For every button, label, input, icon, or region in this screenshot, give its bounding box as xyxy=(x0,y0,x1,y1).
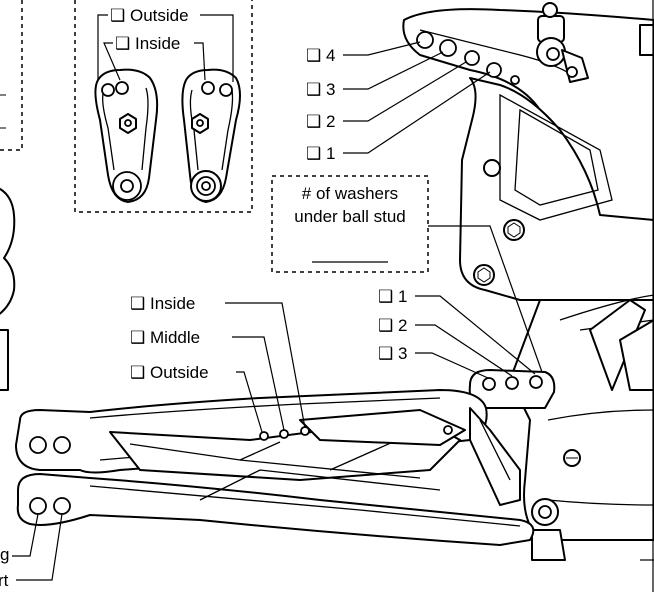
tower-1-label: 1 xyxy=(398,287,407,306)
washer-option-2[interactable]: ❑ 2 xyxy=(306,61,467,131)
tower-option-2[interactable]: ❑ 2 xyxy=(378,316,513,377)
arm-outside-checkbox[interactable]: ❑ xyxy=(130,363,145,382)
partial-text-upper: g xyxy=(0,545,9,564)
washer-option-4[interactable]: ❑ 4 xyxy=(306,41,421,65)
washer-2-label: 2 xyxy=(326,112,335,131)
outside-label: Outside xyxy=(130,6,189,25)
washer-note-box: # of washers under ball stud xyxy=(271,175,543,373)
arm-outside-label: Outside xyxy=(150,363,209,382)
steering-option-inside[interactable]: ❑ Inside xyxy=(103,34,206,81)
tower-2-label: 2 xyxy=(398,316,407,335)
washer-4-checkbox[interactable]: ❑ xyxy=(306,46,321,65)
tower-1-checkbox[interactable]: ❑ xyxy=(378,287,393,306)
washer-2-checkbox[interactable]: ❑ xyxy=(306,112,321,131)
arm-option-outside[interactable]: ❑ Outside xyxy=(130,363,263,433)
washer-note-line1: # of washers xyxy=(302,184,398,203)
arm-inside-label: Inside xyxy=(150,294,195,313)
washer-4-label: 4 xyxy=(326,46,335,65)
washer-note-line2: under ball stud xyxy=(294,207,406,226)
tower-2-checkbox[interactable]: ❑ xyxy=(378,316,393,335)
outside-checkbox[interactable]: ❑ xyxy=(110,6,125,25)
tower-3-checkbox[interactable]: ❑ xyxy=(378,344,393,363)
arm-option-middle[interactable]: ❑ Middle xyxy=(130,328,285,431)
inside-label: Inside xyxy=(135,34,180,53)
washer-1-checkbox[interactable]: ❑ xyxy=(306,144,321,163)
steering-block-left xyxy=(94,68,159,203)
upper-arm-mount xyxy=(402,2,654,301)
partial-text-lower: rt xyxy=(0,571,9,590)
washer-option-1[interactable]: ❑ 1 xyxy=(306,71,491,163)
arm-option-inside[interactable]: ❑ Inside xyxy=(130,294,306,429)
tower-option-1[interactable]: ❑ 1 xyxy=(378,287,536,375)
arm-middle-checkbox[interactable]: ❑ xyxy=(130,328,145,347)
shock-tower xyxy=(468,294,654,561)
washer-option-3[interactable]: ❑ 3 xyxy=(306,51,444,99)
washer-3-label: 3 xyxy=(326,80,335,99)
left-partial-panel xyxy=(0,0,23,391)
inside-checkbox[interactable]: ❑ xyxy=(115,34,130,53)
washer-1-label: 1 xyxy=(326,144,335,163)
steering-block-right xyxy=(181,68,241,203)
partial-label-lower: rt xyxy=(0,513,63,590)
steering-block-panel: ❑ Outside ❑ Inside xyxy=(74,0,253,213)
arm-inside-checkbox[interactable]: ❑ xyxy=(130,294,145,313)
tower-3-label: 3 xyxy=(398,344,407,363)
washer-3-checkbox[interactable]: ❑ xyxy=(306,80,321,99)
arm-middle-label: Middle xyxy=(150,328,200,347)
steering-option-outside[interactable]: ❑ Outside xyxy=(97,6,234,82)
tower-option-3[interactable]: ❑ 3 xyxy=(378,344,489,379)
partial-label-upper: g xyxy=(0,513,39,564)
lower-arm xyxy=(15,389,535,546)
